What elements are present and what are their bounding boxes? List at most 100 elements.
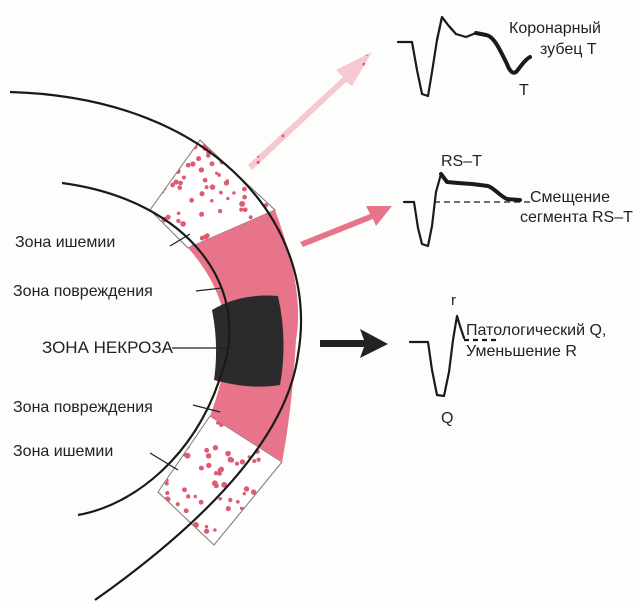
speckle-dot — [331, 136, 336, 140]
speckle-dot — [253, 52, 257, 53]
speckle-dot — [183, 508, 189, 514]
speckle-dot — [277, 518, 282, 524]
speckle-dot — [216, 421, 220, 425]
speckle-dot — [242, 207, 248, 213]
inner-wall-arc — [61, 181, 231, 517]
speckle-dot — [169, 427, 173, 432]
speckle-dot — [156, 143, 161, 148]
speckle-dot — [371, 106, 372, 111]
speckle-dot — [364, 52, 368, 56]
speckle-dot — [198, 499, 204, 505]
speckle-dot — [250, 489, 257, 495]
speckle-dot — [316, 70, 321, 74]
leader-ischemia-bottom — [149, 452, 179, 471]
speckle-dot — [272, 496, 279, 503]
speckle-dot — [217, 471, 222, 476]
speckle-dot — [161, 178, 167, 185]
speckle-dot — [176, 218, 181, 223]
speckle-dot — [199, 235, 205, 241]
speckle-dot — [199, 191, 205, 197]
speckle-dot — [164, 154, 168, 158]
speckle-dot — [164, 481, 169, 486]
speckle-dot — [335, 142, 339, 146]
speckle-dot — [217, 208, 223, 214]
speckle-dot — [150, 190, 151, 195]
speckle-dot — [248, 74, 250, 78]
speckle-dot — [342, 60, 345, 63]
speckle-dot — [246, 175, 251, 180]
speckle-dot — [249, 523, 256, 529]
speckle-dot — [305, 148, 309, 152]
speckle-dot — [165, 490, 170, 496]
speckle-dot — [277, 124, 280, 127]
speckle-dot — [240, 164, 247, 171]
speckle-dot — [206, 462, 212, 469]
speckle-dot — [350, 94, 354, 99]
speckle-dot — [210, 141, 215, 146]
speckle-dot — [218, 466, 225, 473]
label-t-wave: T — [519, 82, 529, 99]
speckle-dot — [364, 152, 369, 156]
speckle-dot — [225, 506, 231, 512]
speckle-dot — [193, 494, 197, 499]
speckle-dot — [173, 416, 180, 418]
speckle-dot — [244, 514, 248, 519]
speckle-dot — [204, 447, 210, 453]
speckle-dot — [177, 185, 183, 190]
speckle-dot — [156, 154, 162, 159]
speckle-dot — [253, 75, 256, 79]
speckle-dot — [151, 240, 158, 247]
speckle-dot — [314, 131, 318, 134]
speckle-dot — [227, 451, 231, 455]
speckle-dot — [192, 522, 199, 528]
speckle-dot — [303, 161, 307, 165]
speckle-dot — [338, 108, 343, 112]
speckle-dot — [152, 177, 157, 182]
speckle-dot — [184, 452, 191, 459]
speckle-dot — [160, 446, 165, 451]
speckle-dot — [333, 52, 338, 55]
speckle-dot — [156, 140, 161, 143]
speckle-dot — [228, 497, 233, 503]
speckle-dot — [310, 169, 313, 170]
speckle-dot — [281, 525, 282, 531]
speckle-dot — [158, 441, 159, 448]
speckle-dot — [309, 146, 313, 149]
speckle-dot — [251, 518, 257, 524]
speckle-dot — [175, 180, 179, 184]
speckle-dot — [343, 126, 347, 129]
speckle-dot — [271, 483, 276, 488]
speckle-dot — [227, 456, 234, 463]
speckle-dot — [289, 112, 292, 115]
speckle-dot — [169, 416, 176, 419]
speckle-dot — [196, 156, 202, 162]
speckle-dot — [269, 503, 276, 510]
label-ischemia-zone-top: Зона ишемии — [15, 234, 115, 251]
speckle-dot — [235, 499, 240, 504]
speckle-dot — [203, 528, 210, 534]
speckle-dot — [213, 483, 219, 489]
speckle-dot — [256, 545, 260, 549]
speckle-dot — [163, 177, 170, 184]
speckle-dot — [180, 221, 186, 227]
speckle-dot — [153, 439, 158, 444]
speckle-dot — [189, 416, 195, 417]
speckle-dot — [269, 172, 275, 177]
speckle-dot — [333, 64, 337, 68]
speckle-dot — [169, 520, 175, 526]
speckle-dot — [184, 434, 189, 439]
speckle-dot — [227, 534, 231, 539]
speckle-dot — [150, 175, 152, 181]
label-rst-segment: RS–T — [441, 153, 482, 170]
speckle-dot — [348, 142, 352, 145]
speckle-dot — [362, 62, 366, 66]
speckle-dot — [182, 487, 187, 493]
speckle-dot — [171, 431, 176, 436]
speckle-dot — [209, 161, 215, 167]
speckle-dot — [209, 143, 214, 148]
speckle-dot — [202, 177, 208, 183]
outer-wall-arc — [9, 90, 303, 601]
speckle-dot — [177, 141, 182, 146]
